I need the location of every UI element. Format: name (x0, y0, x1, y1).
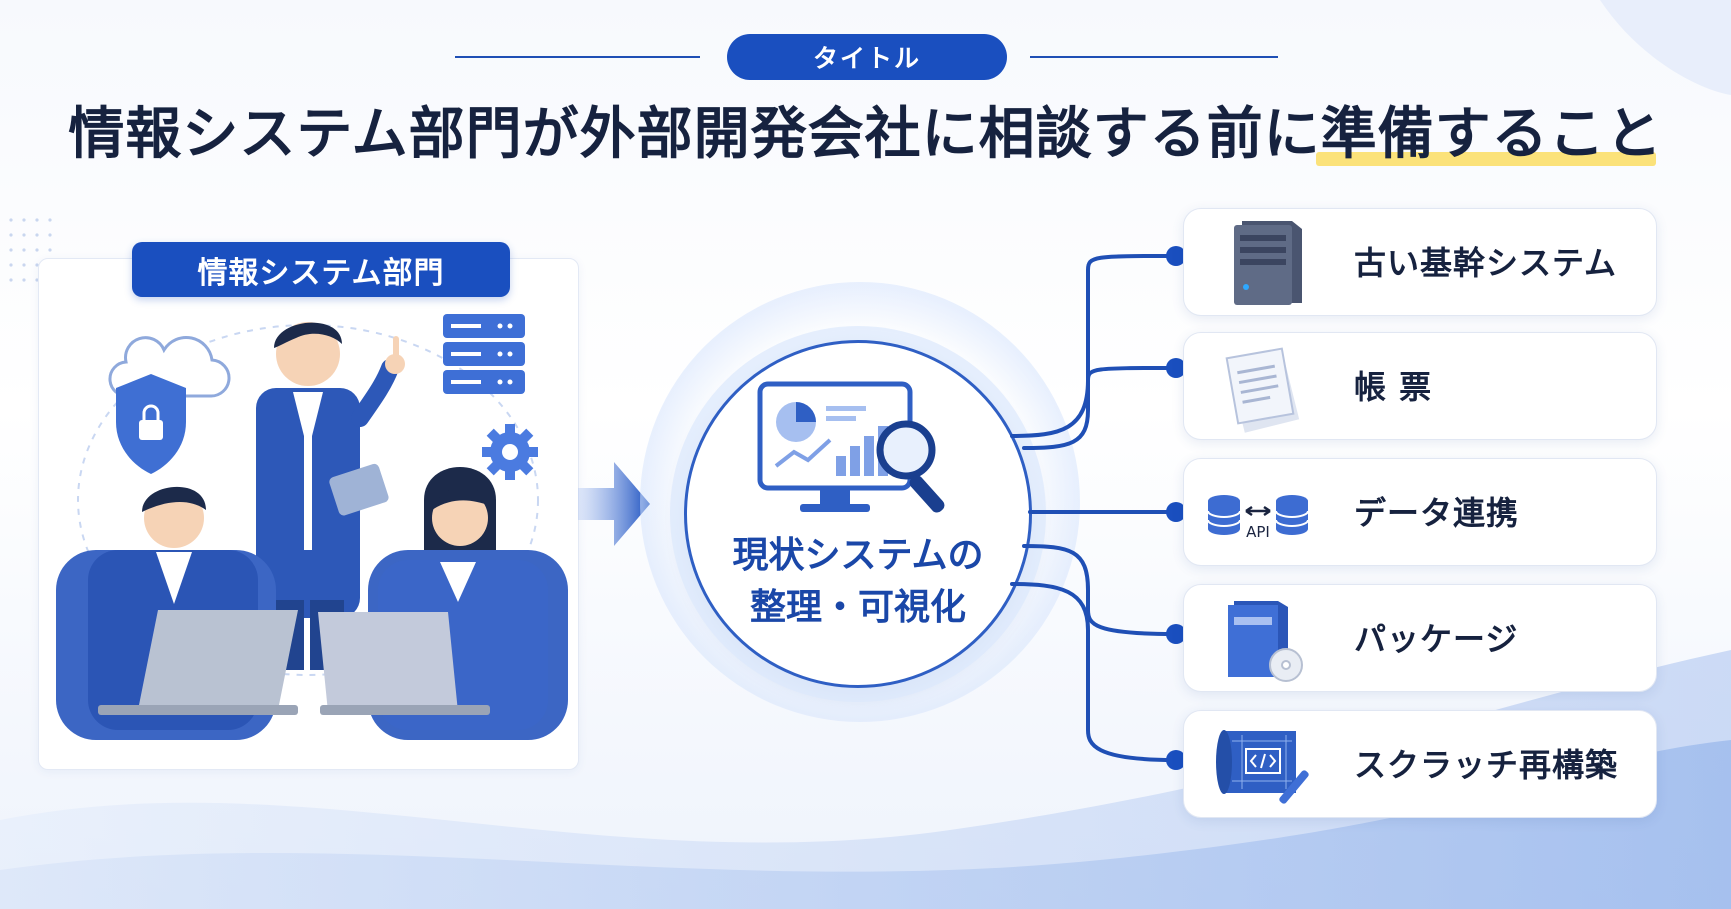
title-divider-left (455, 56, 700, 58)
item-data-integration: API データ連携 (1183, 458, 1657, 566)
server-stack-icon (443, 314, 525, 394)
title-divider-right (1030, 56, 1278, 58)
item-legacy-system: 古い基幹システム (1183, 208, 1657, 316)
item-scratch-rebuild: スクラッチ再構築 (1183, 710, 1657, 818)
item-package-label: パッケージ (1354, 620, 1519, 658)
team-illustration (56, 314, 568, 740)
shield-lock-icon (116, 374, 186, 474)
monitor-analysis-icon (757, 381, 945, 513)
server-tower-icon (1234, 221, 1302, 305)
database-api-icon: API (1207, 495, 1309, 541)
software-package-icon (1228, 601, 1303, 682)
item-reports: 帳 票 (1183, 332, 1657, 440)
standing-person (256, 322, 405, 670)
item-reports-label: 帳 票 (1354, 368, 1433, 406)
seated-person-right (318, 467, 548, 730)
api-icon-text: API (1246, 523, 1270, 541)
item-scratch-rebuild-label: スクラッチ再構築 (1354, 746, 1619, 784)
center-caption-line2: 整理・可視化 (749, 587, 966, 628)
flow-arrow-icon (578, 462, 650, 546)
documents-icon (1225, 347, 1300, 433)
page-title: 情報システム部門が外部開発会社に相談する前に準備すること (0, 90, 1731, 180)
seated-person-left (88, 486, 298, 730)
center-caption-line1: 現状システムの (732, 535, 984, 576)
gear-icon (482, 424, 538, 480)
department-label: 情報システム部門 (132, 242, 510, 297)
page-title-text: 情報システム部門が外部開発会社に相談する前に準備すること (68, 102, 1663, 167)
item-data-integration-label: データ連携 (1354, 494, 1520, 532)
item-legacy-system-label: 古い基幹システム (1354, 244, 1618, 282)
center-caption: 現状システムの 整理・可視化 (684, 530, 1032, 634)
blueprint-code-icon (1216, 730, 1309, 804)
title-badge: タイトル (727, 34, 1007, 80)
title-highlight-marker (1316, 152, 1656, 166)
connector-lines (1010, 246, 1186, 770)
item-package: パッケージ (1183, 584, 1657, 692)
